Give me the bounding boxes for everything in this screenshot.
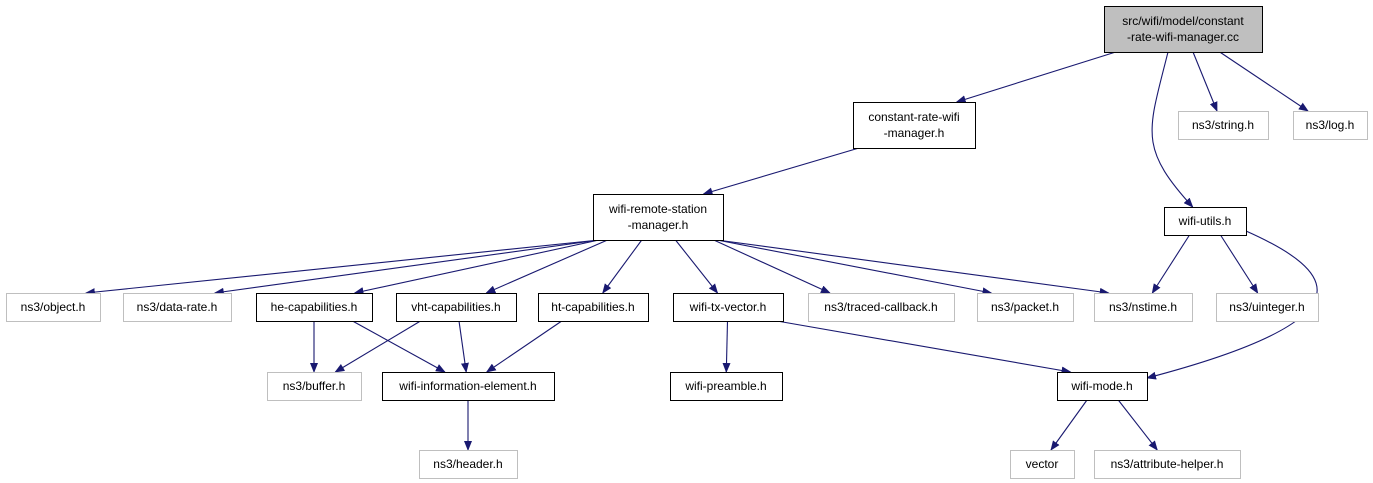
edge-root-to-log (1219, 51, 1309, 112)
edge-mode-to-vector (1050, 399, 1088, 451)
edge-wrsm-to-hecap (353, 239, 600, 296)
node-box-hecap (256, 293, 373, 322)
node-box-root (1104, 6, 1263, 53)
node-log[interactable]: ns3/log.h (1293, 111, 1368, 140)
node-packet[interactable]: ns3/packet.h (977, 293, 1074, 322)
node-box-packet (977, 293, 1074, 322)
node-label-crwm-line-1: constant-rate-wifi (868, 110, 959, 124)
node-box-attr (1094, 450, 1241, 479)
edge-wrsm-to-vhtcap (485, 239, 608, 294)
node-box-log (1293, 111, 1368, 140)
node-box-buffer (267, 372, 362, 401)
node-txvec[interactable]: wifi-tx-vector.h (673, 293, 784, 322)
edge-txvec-to-preamble (722, 320, 731, 373)
node-box-htcap (538, 293, 649, 322)
edge-wrsm-to-htcap (602, 239, 643, 294)
node-mode[interactable]: wifi-mode.h (1057, 372, 1148, 401)
edge-root-to-string (1192, 51, 1218, 112)
node-vector[interactable]: vector (1010, 450, 1075, 479)
edge-wrsm-to-txvec (675, 239, 719, 294)
node-box-traced (808, 293, 955, 322)
node-label-attr-line-1: ns3/attribute-helper.h (1111, 457, 1224, 471)
edge-root-to-crwm (955, 51, 1116, 104)
node-box-string (1178, 111, 1269, 140)
node-label-txvec-line-1: wifi-tx-vector.h (689, 300, 767, 314)
node-label-utils-line-1: wifi-utils.h (1178, 214, 1232, 228)
node-label-datarate-line-1: ns3/data-rate.h (137, 300, 218, 314)
node-object[interactable]: ns3/object.h (6, 293, 101, 322)
edge-wrsm-to-datarate (213, 239, 600, 296)
node-datarate[interactable]: ns3/data-rate.h (123, 293, 232, 322)
node-label-log-line-1: ns3/log.h (1306, 118, 1355, 132)
node-attr[interactable]: ns3/attribute-helper.h (1094, 450, 1241, 479)
node-utils[interactable]: wifi-utils.h (1164, 207, 1247, 236)
node-label-crwm-line-2: -manager.h (884, 126, 945, 140)
node-label-mode-line-1: wifi-mode.h (1070, 379, 1132, 393)
edge-crwm-to-wrsm (702, 147, 860, 196)
edge-root-to-utils (1151, 51, 1194, 208)
edge-vhtcap-to-buffer (334, 320, 421, 373)
node-box-txvec (673, 293, 784, 322)
node-hecap[interactable]: he-capabilities.h (256, 293, 373, 322)
node-wie[interactable]: wifi-information-element.h (382, 372, 555, 401)
node-root[interactable]: src/wifi/model/constant -rate-wifi-manage… (1104, 6, 1263, 53)
node-wrsm[interactable]: wifi-remote-station -manager.h (593, 194, 724, 241)
node-label-wrsm-line-2: -manager.h (628, 218, 689, 232)
node-box-utils (1164, 207, 1247, 236)
node-box-vhtcap (396, 293, 517, 322)
node-box-uinteger (1216, 293, 1319, 322)
node-box-preamble (670, 372, 783, 401)
edge-mode-to-attr (1117, 399, 1158, 451)
edge-utils-to-nstime (1151, 234, 1190, 294)
node-label-uinteger-line-1: ns3/uinteger.h (1229, 300, 1304, 314)
node-label-hecap-line-1: he-capabilities.h (271, 300, 358, 314)
node-box-mode (1057, 372, 1148, 401)
node-vhtcap[interactable]: vht-capabilities.h (396, 293, 517, 322)
node-label-preamble-line-1: wifi-preamble.h (684, 379, 766, 393)
node-traced[interactable]: ns3/traced-callback.h (808, 293, 955, 322)
node-label-vector-line-1: vector (1026, 457, 1059, 471)
node-header[interactable]: ns3/header.h (419, 450, 518, 479)
node-box-wie (382, 372, 555, 401)
node-label-header-line-1: ns3/header.h (433, 457, 502, 471)
edge-wrsm-to-traced (713, 239, 831, 294)
node-nstime[interactable]: ns3/nstime.h (1094, 293, 1193, 322)
node-label-traced-line-1: ns3/traced-callback.h (824, 300, 937, 314)
node-label-nstime-line-1: ns3/nstime.h (1109, 300, 1177, 314)
node-label-vhtcap-line-1: vht-capabilities.h (411, 300, 500, 314)
node-box-object (6, 293, 101, 322)
node-label-root-line-1: src/wifi/model/constant (1122, 14, 1244, 28)
node-buffer[interactable]: ns3/buffer.h (267, 372, 362, 401)
node-label-string-line-1: ns3/string.h (1192, 118, 1254, 132)
node-box-wrsm (593, 194, 724, 241)
node-crwm[interactable]: constant-rate-wifi -manager.h (853, 102, 976, 149)
node-label-htcap-line-1: ht-capabilities.h (551, 300, 634, 314)
edge-wrsm-to-nstime (716, 239, 1110, 296)
node-box-datarate (123, 293, 232, 322)
node-uinteger[interactable]: ns3/uinteger.h (1216, 293, 1319, 322)
node-label-packet-line-1: ns3/packet.h (991, 300, 1059, 314)
edge-wrsm-to-packet (716, 239, 993, 296)
node-box-nstime (1094, 293, 1193, 322)
node-label-root-line-2: -rate-wifi-manager.cc (1127, 30, 1239, 44)
edge-wrsm-to-object (84, 239, 600, 297)
edge-vhtcap-to-wie (458, 320, 469, 373)
node-string[interactable]: ns3/string.h (1178, 111, 1269, 140)
node-box-crwm (853, 102, 976, 149)
node-preamble[interactable]: wifi-preamble.h (670, 372, 783, 401)
node-label-buffer-line-1: ns3/buffer.h (283, 379, 346, 393)
edge-htcap-to-wie (485, 320, 563, 373)
node-box-header (419, 450, 518, 479)
node-label-object-line-1: ns3/object.h (21, 300, 86, 314)
nodes-layer: src/wifi/model/constant -rate-wifi-manage… (6, 6, 1368, 479)
node-htcap[interactable]: ht-capabilities.h (538, 293, 649, 322)
edge-txvec-to-mode (776, 320, 1072, 375)
edge-hecap-to-wie (352, 320, 446, 373)
node-box-vector (1010, 450, 1075, 479)
edge-utils-to-uinteger (1220, 234, 1259, 294)
node-label-wrsm-line-1: wifi-remote-station (608, 202, 707, 216)
node-label-wie-line-1: wifi-information-element.h (398, 379, 536, 393)
